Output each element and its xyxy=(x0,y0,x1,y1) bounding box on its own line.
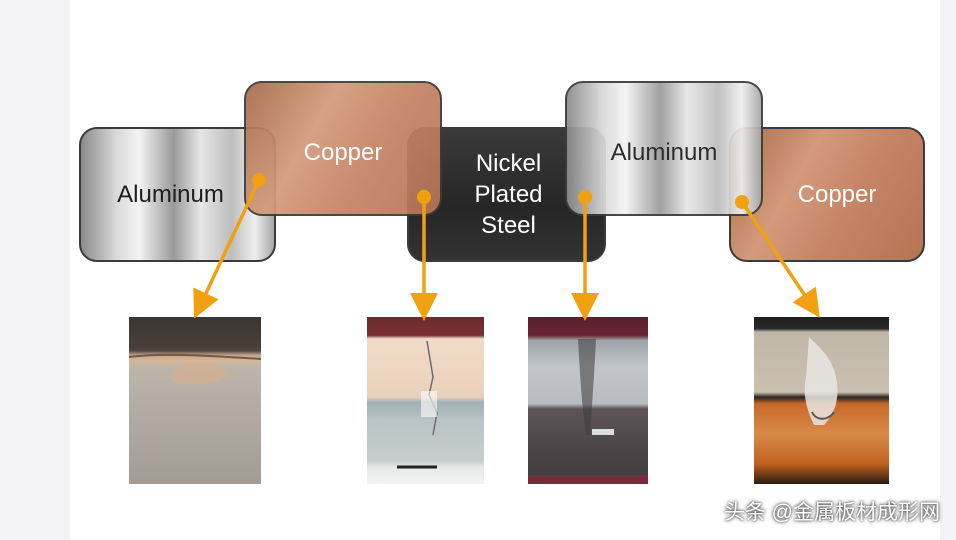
weld-penetration-icon xyxy=(528,339,648,484)
weld-photo-steel-aluminum xyxy=(528,317,648,484)
weld-bulge-icon xyxy=(804,337,838,425)
steel-label-line2: Plated xyxy=(474,180,543,208)
weld-photo-copper-steel xyxy=(367,317,484,484)
weld-photo-aluminum-copper xyxy=(129,317,261,484)
weld-photo-aluminum-copper-right xyxy=(754,317,889,484)
weld-nugget-icon xyxy=(129,353,261,385)
copper-plate-left: Copper xyxy=(244,81,442,216)
watermark-text: 头条 @金属板材成形网 xyxy=(723,501,940,524)
copper-left-label: Copper xyxy=(303,139,383,166)
weld-crack-icon xyxy=(397,340,438,469)
steel-label-line3: Steel xyxy=(481,212,536,240)
copper-right-label: Copper xyxy=(797,180,877,208)
steel-label: Nickel Plated Steel xyxy=(474,148,542,242)
steel-label-line1: Nickel xyxy=(475,149,542,177)
aluminum-left-label: Aluminum xyxy=(117,180,224,208)
aluminum-right-label: Aluminum xyxy=(610,139,718,166)
aluminum-plate-right: Aluminum xyxy=(565,81,763,216)
